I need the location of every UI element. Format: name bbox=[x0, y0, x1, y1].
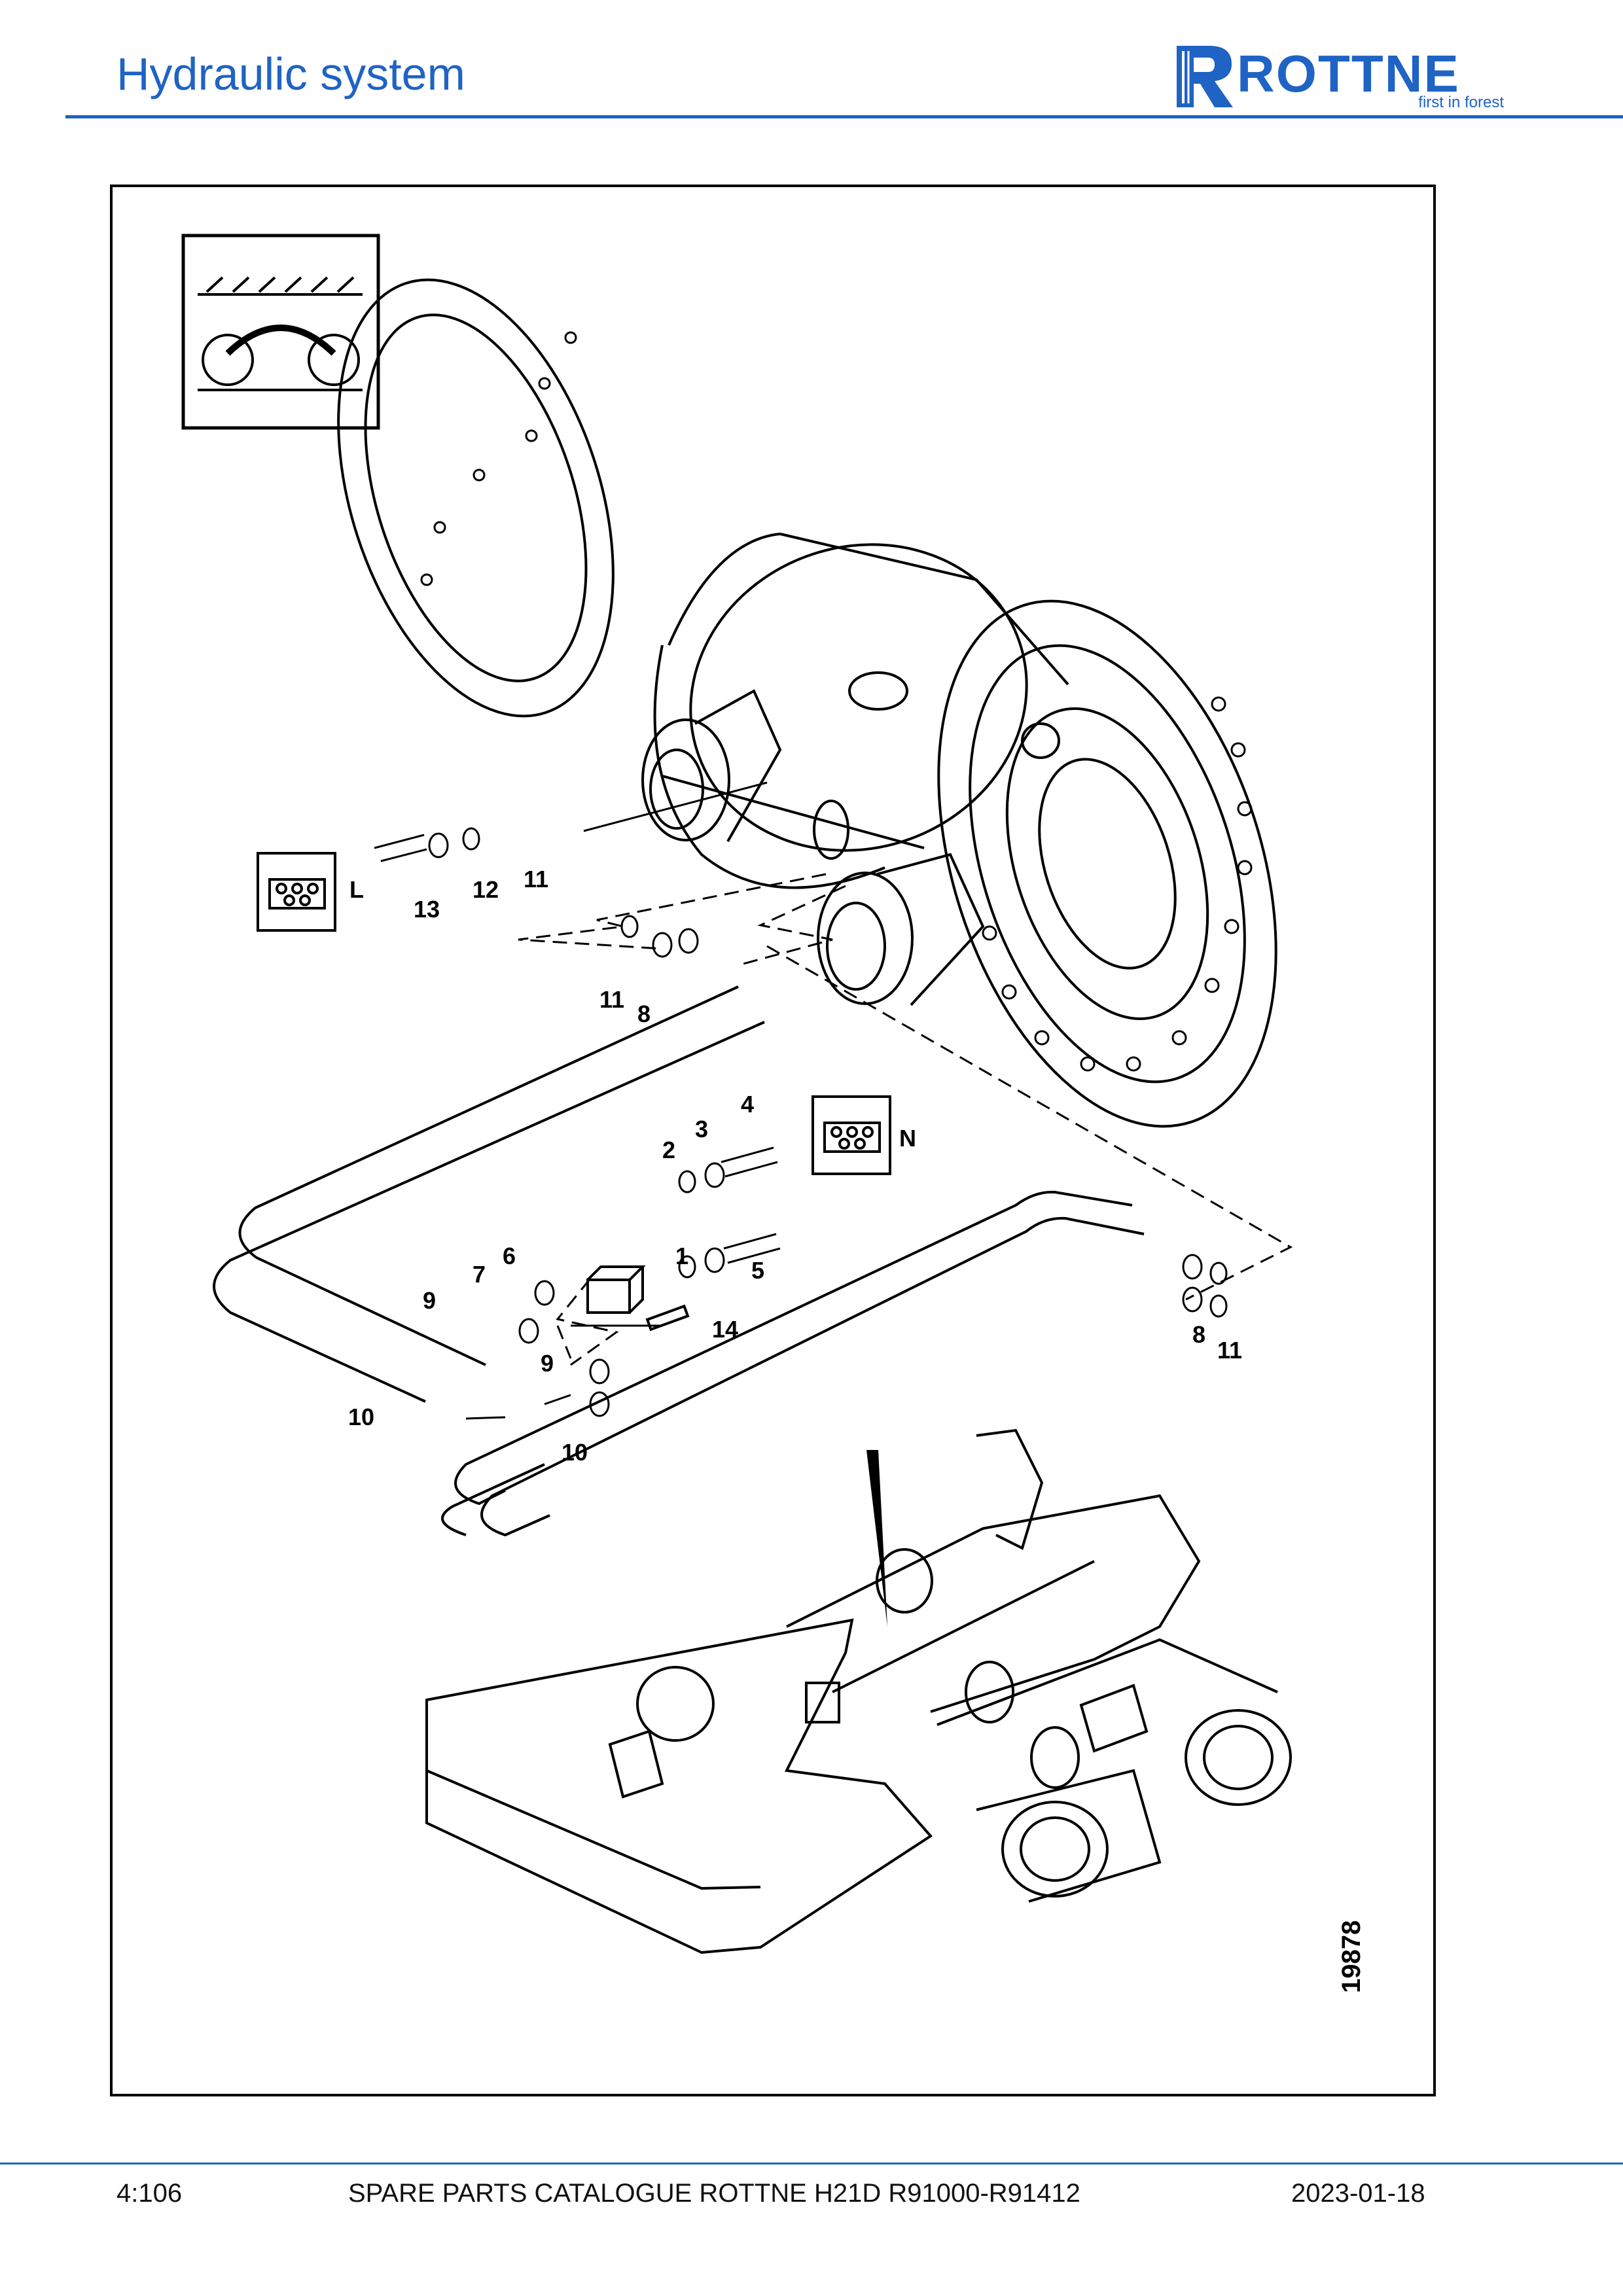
callout-8b: 8 bbox=[1192, 1321, 1205, 1348]
callouts: 1 2 3 4 5 6 7 8 8 9 9 10 10 11 11 11 12 … bbox=[348, 866, 1242, 1466]
callout-10a: 10 bbox=[348, 1404, 374, 1430]
leader-lines bbox=[465, 781, 768, 1420]
pointer-arrow bbox=[866, 1450, 887, 1627]
callout-11b: 11 bbox=[599, 986, 624, 1013]
callout-9b: 9 bbox=[541, 1350, 554, 1377]
callout-11a: 11 bbox=[524, 866, 548, 892]
callout-12: 12 bbox=[473, 876, 499, 903]
callout-3: 3 bbox=[695, 1116, 708, 1142]
connector-symbol-n bbox=[812, 1095, 891, 1175]
callout-14: 14 bbox=[712, 1316, 738, 1343]
callout-10b: 10 bbox=[562, 1439, 588, 1466]
footer-catalogue-title: SPARE PARTS CATALOGUE ROTTNE H21D R91000… bbox=[348, 2179, 1080, 2208]
logo-brand: ROTTNE bbox=[1237, 44, 1460, 103]
symbol-label-l: L bbox=[349, 876, 364, 903]
page-title: Hydraulic system bbox=[116, 48, 465, 99]
callout-6: 6 bbox=[503, 1243, 516, 1269]
callout-11c: 11 bbox=[1217, 1337, 1242, 1364]
callout-8a: 8 bbox=[637, 1000, 651, 1027]
parts-drawing: L N bbox=[181, 234, 1366, 1993]
machine-frame-illustration bbox=[425, 1428, 1292, 1954]
callout-1: 1 bbox=[675, 1243, 688, 1269]
rottne-logo-mark-icon bbox=[1177, 46, 1233, 107]
logo-tagline: first in forest bbox=[1418, 94, 1504, 111]
callout-13: 13 bbox=[414, 896, 440, 923]
callout-5: 5 bbox=[751, 1257, 764, 1284]
callout-9a: 9 bbox=[423, 1287, 436, 1314]
drawing-frame: L N bbox=[110, 185, 1436, 2096]
bogie-symbol bbox=[181, 234, 380, 430]
callout-2: 2 bbox=[662, 1137, 675, 1163]
footer-divider bbox=[0, 2163, 1623, 2164]
drawing-number: 19878 bbox=[1337, 1920, 1366, 1993]
footer-date: 2023-01-18 bbox=[1291, 2179, 1425, 2208]
fittings bbox=[374, 827, 1228, 1417]
footer-page-number: 4:106 bbox=[116, 2179, 183, 2208]
symbol-label-n: N bbox=[899, 1125, 916, 1152]
connector-symbol-l bbox=[257, 852, 336, 932]
bogie-axle-illustration bbox=[337, 278, 1277, 1128]
header-divider bbox=[65, 115, 1623, 118]
callout-4: 4 bbox=[741, 1091, 754, 1118]
callout-7: 7 bbox=[473, 1261, 486, 1288]
routing-dashed-lines bbox=[518, 873, 1293, 1366]
manifold-block bbox=[586, 1265, 690, 1332]
hose-lines bbox=[213, 985, 1145, 1537]
rottne-logo: ROTTNE first in forest bbox=[1177, 44, 1504, 111]
